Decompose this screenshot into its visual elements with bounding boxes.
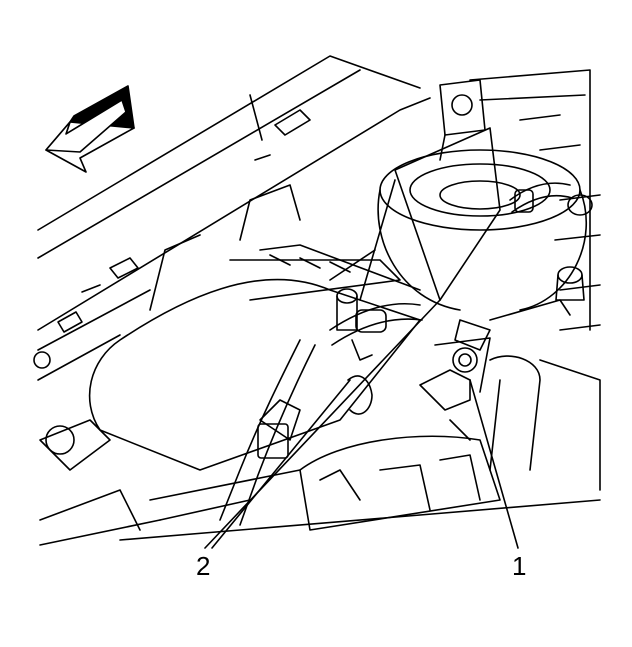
callout-label-1: 1	[512, 551, 527, 581]
top-bracket	[439, 79, 486, 161]
detail-leader-lines	[394, 127, 501, 393]
callout-leaders	[204, 299, 519, 549]
callout-label-2: 2	[196, 551, 211, 581]
air-cleaner-housing	[88, 184, 421, 471]
hose-lower	[219, 339, 316, 526]
hose-connector	[329, 288, 423, 415]
right-body-panel	[469, 69, 601, 331]
lower-structure	[39, 435, 601, 546]
strut-tower	[329, 149, 588, 311]
body-panel	[33, 55, 431, 531]
reservoir	[489, 266, 601, 491]
direction-arrow-icon	[45, 85, 135, 173]
hose-upper	[509, 182, 593, 216]
